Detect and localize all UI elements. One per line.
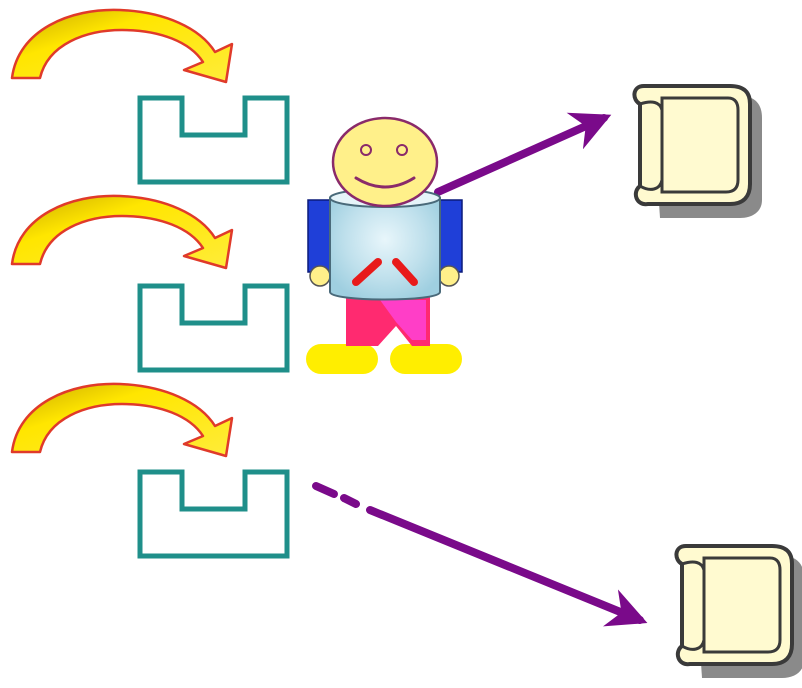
transfer-arrow-lower-dash-1 [312, 482, 338, 498]
robot-smile [354, 176, 416, 189]
robot-right-eye [396, 144, 408, 156]
tray-2 [140, 286, 287, 370]
seat-bottom [674, 544, 802, 680]
feeder-arrow-1 [10, 8, 234, 84]
feeder-arrow-3 [10, 382, 234, 458]
robot-icon [306, 116, 463, 374]
robot-left-hand [309, 265, 331, 287]
robot-right-hand [438, 265, 460, 287]
robot-head [331, 116, 439, 208]
robot-chest-mark-right [392, 258, 418, 286]
transfer-arrow-lower [366, 506, 648, 627]
transfer-arrow-lower-dash-2 [340, 494, 360, 508]
feeder-arrow-2 [10, 194, 234, 270]
transfer-arrow-upper [434, 112, 612, 196]
tray-1 [140, 98, 287, 182]
robot-chest-mark-left [352, 258, 382, 286]
tray-3 [140, 472, 287, 556]
robot-right-foot [390, 344, 462, 374]
robot-left-foot [306, 344, 378, 374]
seat-top [632, 84, 764, 220]
robot-left-eye [360, 144, 372, 156]
